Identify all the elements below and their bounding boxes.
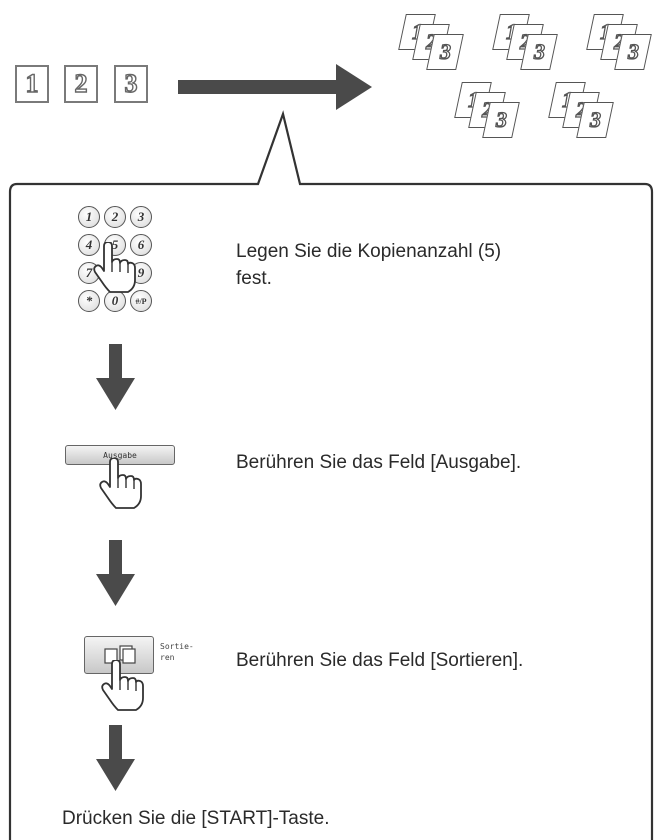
original-page-1: 1	[15, 65, 49, 103]
key-6[interactable]: 6	[130, 234, 152, 256]
copy-sheet-digit: 3	[439, 38, 451, 64]
copy-sheet: 3	[576, 102, 614, 138]
copy-sheet-digit: 3	[627, 38, 639, 64]
sortieren-label-line-1: Sortie-	[160, 642, 194, 651]
key-2[interactable]: 2	[104, 206, 126, 228]
pointing-hand-icon	[101, 660, 144, 711]
down-arrow-icon	[96, 540, 135, 606]
step-3-text: Berühren Sie das Feld [Sortieren].	[236, 650, 524, 671]
copy-sheet: 3	[614, 34, 652, 70]
step-1-text: Legen Sie die Kopienanzahl (5) fest.	[236, 238, 501, 292]
key-star[interactable]: *	[78, 290, 100, 312]
copy-sheet: 3	[520, 34, 558, 70]
right-arrow-icon	[178, 64, 372, 110]
sortieren-label-line-2: ren	[160, 653, 175, 662]
copy-sheet-digit: 3	[533, 38, 545, 64]
copy-sheet-digit: 3	[495, 106, 507, 132]
key-3[interactable]: 3	[130, 206, 152, 228]
key-hash-p[interactable]: #/P	[130, 290, 152, 312]
pointing-hand-icon	[93, 242, 136, 293]
key-4[interactable]: 4	[78, 234, 100, 256]
original-page-2: 2	[64, 65, 98, 103]
key-0[interactable]: 0	[104, 290, 126, 312]
step-1-text-line-2: fest.	[236, 268, 272, 289]
copy-sheet-digit: 3	[589, 106, 601, 132]
copy-sheet: 3	[482, 102, 520, 138]
keypad: 1 2 3 4 5 6 7 8 9 * 0 #/P	[70, 198, 180, 328]
key-1[interactable]: 1	[78, 206, 100, 228]
sortieren-label: Sortie- ren	[160, 641, 194, 663]
ausgabe-button[interactable]: Ausgabe	[65, 445, 175, 465]
step-2-text: Berühren Sie das Feld [Ausgabe].	[236, 452, 522, 473]
down-arrow-icon	[96, 725, 135, 791]
copy-sheet: 3	[426, 34, 464, 70]
step-1-text-line-1: Legen Sie die Kopienanzahl (5)	[236, 241, 502, 262]
original-page-3: 3	[114, 65, 148, 103]
sort-icon	[104, 645, 136, 664]
pointing-hand-icon	[99, 458, 142, 509]
final-instruction-text: Drücken Sie die [START]-Taste.	[62, 808, 330, 829]
down-arrow-icon	[96, 344, 135, 410]
